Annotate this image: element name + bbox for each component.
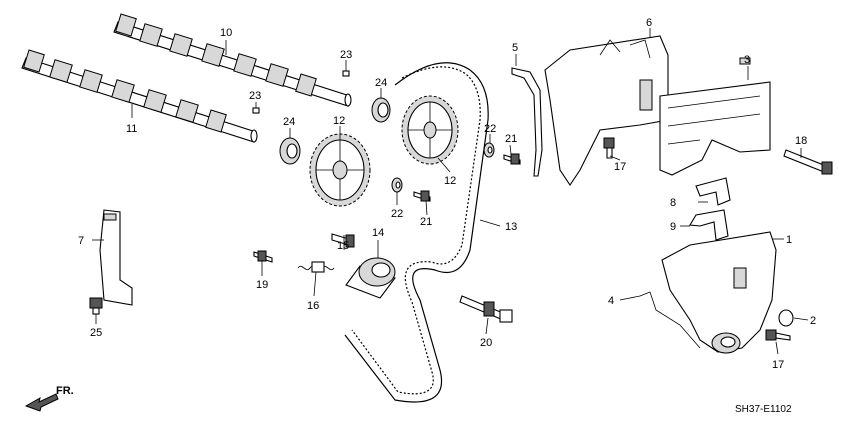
washer-22-left[interactable] [391, 177, 403, 193]
callout-22-left: 22 [391, 208, 403, 220]
callout-5: 5 [512, 42, 518, 54]
reference-code: SH37-E1102 [735, 404, 792, 415]
callout-6: 6 [646, 17, 652, 29]
bolt-18[interactable] [783, 149, 833, 175]
callout-14: 14 [372, 227, 384, 239]
camshaft-11[interactable] [21, 49, 258, 143]
callout-15: 15 [337, 240, 349, 252]
callout-7: 7 [78, 235, 84, 247]
callout-19: 19 [256, 279, 268, 291]
tensioner-bolt-15[interactable] [331, 233, 355, 248]
bolt-21-left[interactable] [413, 190, 431, 202]
callout-13: 13 [505, 221, 517, 233]
callout-labels: 10 11 23 23 24 24 12 12 22 22 21 21 13 1… [78, 17, 816, 371]
oil-seal-24-lower[interactable] [279, 137, 301, 165]
callout-9: 9 [670, 221, 676, 233]
front-arrow-icon [24, 393, 59, 412]
callout-21-right: 21 [505, 133, 517, 145]
callout-10: 10 [220, 27, 232, 39]
callout-23-upper: 23 [340, 49, 352, 61]
callout-17-lower: 17 [772, 359, 784, 371]
grommet-2[interactable] [778, 309, 794, 327]
dowel-pin-23-lower[interactable] [252, 107, 260, 114]
seal-9[interactable] [689, 209, 729, 241]
front-label: FR. [56, 385, 74, 397]
bolt-17-upper[interactable] [603, 137, 615, 159]
callout-22-right: 22 [484, 123, 496, 135]
tensioner-pulley-14[interactable] [345, 257, 396, 299]
callout-16: 16 [307, 300, 319, 312]
tensioner-spring-16[interactable] [297, 261, 335, 273]
callout-12-left: 12 [333, 115, 345, 127]
bolt-17-lower[interactable] [765, 329, 791, 341]
bolt-20[interactable] [459, 295, 513, 323]
seal-8[interactable] [695, 177, 731, 206]
callout-24-lower: 24 [283, 116, 295, 128]
callout-23-lower: 23 [249, 90, 261, 102]
callout-24-upper: 24 [375, 77, 387, 89]
dowel-pin-23-upper[interactable] [342, 70, 350, 77]
callout-11: 11 [126, 123, 137, 135]
callout-21-left: 21 [420, 216, 432, 228]
upper-cover-3[interactable] [659, 57, 771, 176]
callout-2: 2 [810, 315, 816, 327]
oil-seal-24-upper[interactable] [371, 97, 391, 123]
bolt-21-right[interactable] [503, 153, 521, 165]
callout-25: 25 [90, 327, 102, 339]
timing-belt-13[interactable] [344, 62, 489, 403]
camshaft-pulley-12-right[interactable] [401, 95, 459, 165]
bolt-25[interactable] [89, 297, 103, 315]
callout-20: 20 [480, 337, 492, 349]
lower-cover-1[interactable] [661, 231, 777, 354]
callout-1: 1 [786, 234, 792, 246]
callout-18: 18 [795, 135, 807, 147]
callout-3: 3 [744, 54, 750, 66]
callout-12-right: 12 [444, 175, 456, 187]
bracket-7[interactable] [99, 209, 133, 306]
callout-8: 8 [670, 197, 676, 209]
leader-lines [92, 28, 809, 355]
cover-gasket-4[interactable] [639, 291, 701, 349]
front-direction-indicator: FR. [24, 385, 74, 412]
washer-22-right[interactable] [483, 142, 495, 158]
cover-gasket-5[interactable] [511, 67, 543, 177]
camshaft-pulley-12-left[interactable] [309, 133, 371, 207]
callout-4: 4 [608, 295, 614, 307]
callout-17-upper: 17 [614, 161, 626, 173]
camshaft-10[interactable] [113, 13, 352, 107]
stud-bolt-19[interactable] [253, 250, 273, 263]
upper-cover-back-6[interactable] [544, 35, 669, 186]
